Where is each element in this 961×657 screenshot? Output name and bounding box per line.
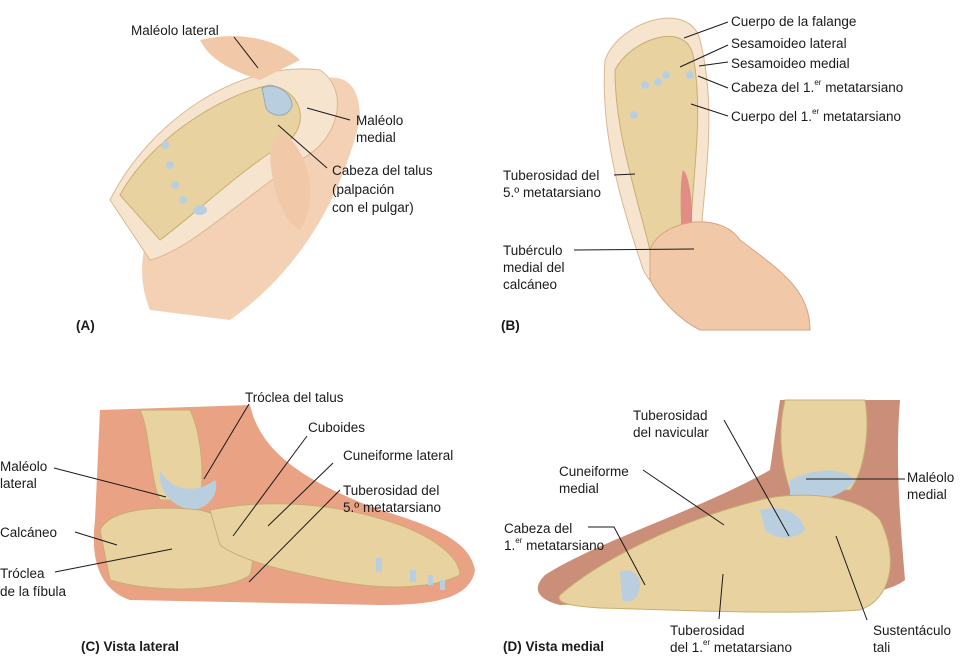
caption-panel-a: (A) bbox=[76, 318, 95, 333]
superscript: er bbox=[703, 638, 711, 647]
label-maleolo-medial-line1: Maléolo bbox=[356, 113, 404, 128]
label-troclea-fibula-line1: Tróclea bbox=[0, 566, 45, 581]
label-tuberosidad-1-line2: del 1.er metatarsiano bbox=[670, 639, 792, 656]
label-cabeza-talus-line1: Cabeza del talus bbox=[332, 163, 433, 178]
label-troclea-fibula-line2: de la fíbula bbox=[0, 584, 67, 599]
label-tuberculo-line1: Tubérculo bbox=[503, 243, 563, 258]
label-tuberosidad-navicular-line1: Tuberosidad bbox=[633, 408, 708, 423]
label-troclea-talus: Tróclea del talus bbox=[245, 390, 344, 405]
label-cuerpo-1-metatarsiano: Cuerpo del 1.er metatarsiano bbox=[731, 108, 901, 125]
caption-panel-d: (D) Vista medial bbox=[503, 639, 605, 654]
label-cabeza-talus-line3: con el pulgar) bbox=[332, 200, 414, 215]
superscript: er bbox=[812, 107, 820, 116]
label-sesamoideo-lateral: Sesamoideo lateral bbox=[731, 36, 847, 51]
label-tuberosidad-5-line1: Tuberosidad del bbox=[343, 483, 440, 498]
label-text: del 1. bbox=[670, 640, 704, 655]
label-maleolo-lateral: Maléolo lateral bbox=[131, 23, 219, 38]
label-cuneiforme-medial-line2: medial bbox=[559, 481, 599, 496]
label-sesamoideo-medial: Sesamoideo medial bbox=[731, 56, 850, 71]
label-cuerpo-falange: Cuerpo de la falange bbox=[731, 14, 857, 29]
label-text: Cabeza del 1. bbox=[731, 80, 815, 95]
label-tuberosidad-5-line1: Tuberosidad del bbox=[503, 168, 600, 183]
label-cuneiforme-lateral: Cuneiforme lateral bbox=[343, 448, 454, 463]
label-tuberculo-line2: medial del bbox=[503, 260, 565, 275]
label-cabeza-1-metatarsiano: Cabeza del 1.er metatarsiano bbox=[731, 79, 903, 96]
label-maleolo-medial-line2: medial bbox=[907, 487, 947, 502]
caption-panel-c: (C) Vista lateral bbox=[81, 639, 180, 654]
label-cabeza-1-line1: Cabeza del bbox=[504, 521, 573, 536]
label-tuberosidad-5-line2: 5.º metatarsiano bbox=[343, 500, 441, 515]
label-text: metatarsiano bbox=[819, 109, 901, 124]
panel-d-artwork bbox=[537, 399, 905, 613]
label-maleolo-medial-line2: medial bbox=[356, 130, 396, 145]
label-tuberculo-line3: calcáneo bbox=[503, 277, 558, 292]
label-cuneiforme-medial-line1: Cuneiforme bbox=[559, 464, 629, 479]
label-tuberosidad-5-line2: 5.º metatarsiano bbox=[503, 185, 601, 200]
label-text: metatarsiano bbox=[522, 538, 605, 553]
label-tuberosidad-1-line1: Tuberosidad bbox=[670, 623, 745, 638]
label-cuboides: Cuboides bbox=[308, 420, 366, 435]
label-sustentaculo-line2: tali bbox=[873, 640, 891, 655]
label-cabeza-1-line2: 1.er metatarsiano bbox=[504, 537, 604, 554]
label-maleolo-medial-line1: Maléolo bbox=[907, 470, 955, 485]
label-text: metatarsiano bbox=[710, 640, 792, 655]
panel-a-artwork bbox=[109, 36, 360, 320]
label-tuberosidad-navicular-line2: del navicular bbox=[633, 425, 709, 440]
label-cabeza-talus-line2: (palpación bbox=[332, 182, 395, 197]
caption-panel-b: (B) bbox=[501, 318, 520, 333]
label-text: 1. bbox=[504, 538, 516, 553]
label-text: metatarsiano bbox=[821, 80, 904, 95]
label-text: Cuerpo del 1. bbox=[731, 109, 813, 124]
superscript: er bbox=[814, 78, 822, 87]
leader-lines bbox=[53, 21, 905, 621]
label-calcaneo: Calcáneo bbox=[0, 525, 58, 540]
superscript: er bbox=[515, 536, 523, 545]
label-maleolo-lateral-line1: Maléolo bbox=[0, 459, 48, 474]
panel-c-artwork bbox=[93, 405, 476, 605]
label-sustentaculo-line1: Sustentáculo bbox=[873, 623, 952, 638]
label-maleolo-lateral-line2: lateral bbox=[0, 476, 37, 491]
